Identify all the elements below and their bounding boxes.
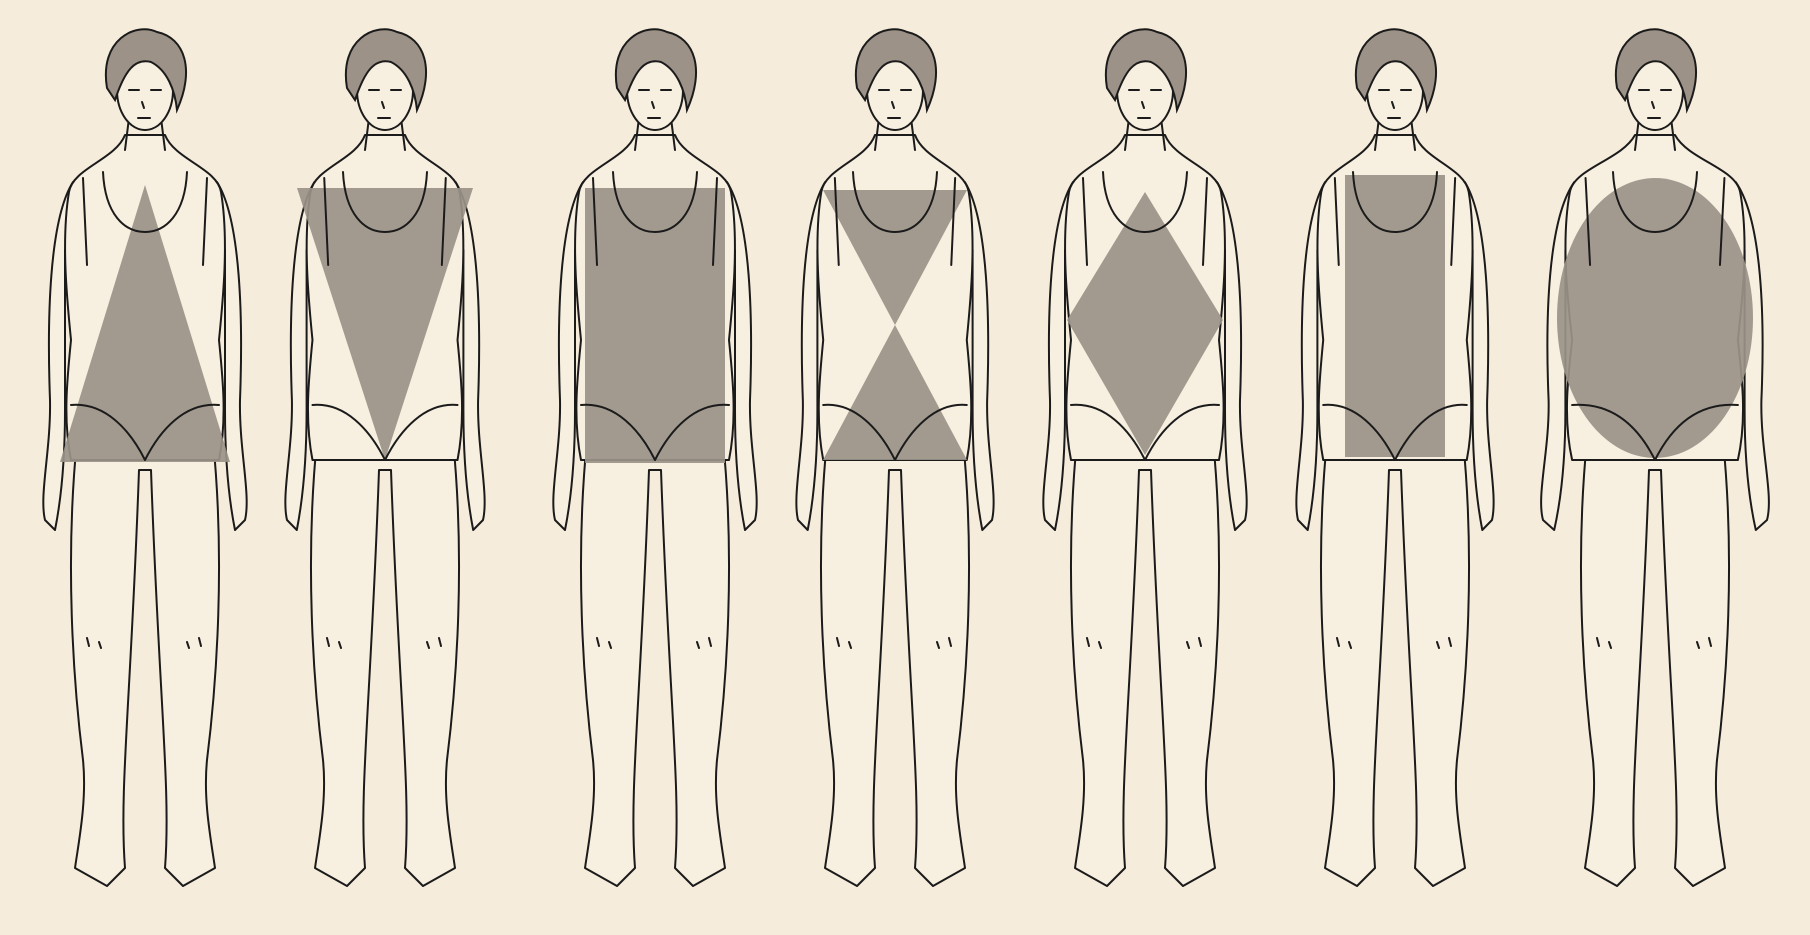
figure-diamond [1043,29,1246,886]
figure-rectangle [553,29,756,886]
legs-outline [71,440,219,886]
legs-outline [1581,440,1729,886]
figure-column [1296,29,1493,886]
legs-outline [311,440,459,886]
figure-triangle [43,29,246,886]
legs-outline [581,440,729,886]
figure-inverted-triangle [285,29,484,886]
round-shape-overlay [1557,178,1753,458]
legs-outline [1071,440,1219,886]
legs-outline [1321,440,1469,886]
rectangle-shape-overlay [585,188,725,463]
figure-hourglass [796,29,993,886]
figure-round [1541,29,1769,886]
legs-outline [821,440,969,886]
